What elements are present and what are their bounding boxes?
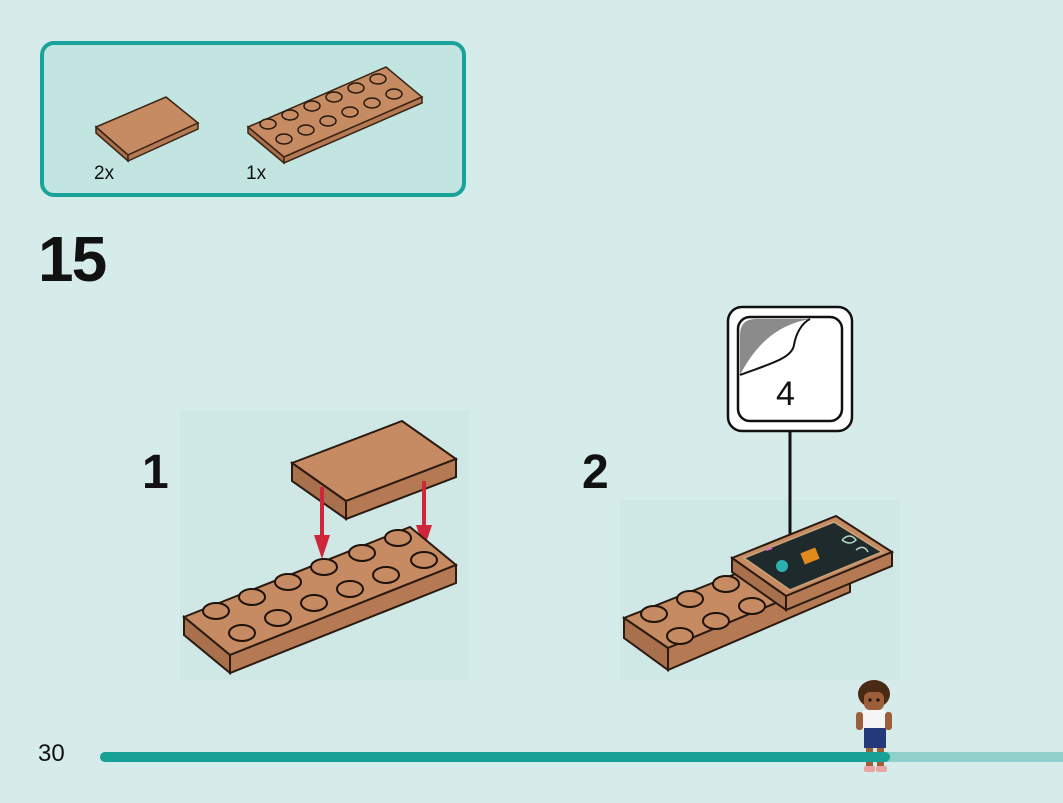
progress-bar — [100, 752, 1063, 762]
plate-brick — [182, 525, 458, 676]
progress-bar-fill — [100, 752, 890, 762]
tile-part-icon — [94, 96, 200, 163]
substep-1-label: 1 — [142, 446, 169, 499]
sticker-number: 4 — [776, 375, 795, 413]
parts-list-box: 2x 1x — [40, 41, 466, 197]
substep-2-label: 2 — [582, 446, 609, 499]
step-number: 15 — [38, 223, 107, 295]
tile-quantity: 2x — [94, 163, 115, 184]
substep-2-illustration — [621, 514, 895, 672]
plate-part-icon — [246, 66, 424, 165]
substep-1-illustration — [182, 419, 459, 676]
tile-brick — [289, 419, 459, 521]
sticker-callout — [726, 305, 854, 543]
placement-arrows — [314, 481, 432, 559]
page-number: 30 — [38, 740, 65, 767]
plate-quantity: 1x — [246, 163, 267, 184]
decorated-tile — [729, 514, 895, 612]
